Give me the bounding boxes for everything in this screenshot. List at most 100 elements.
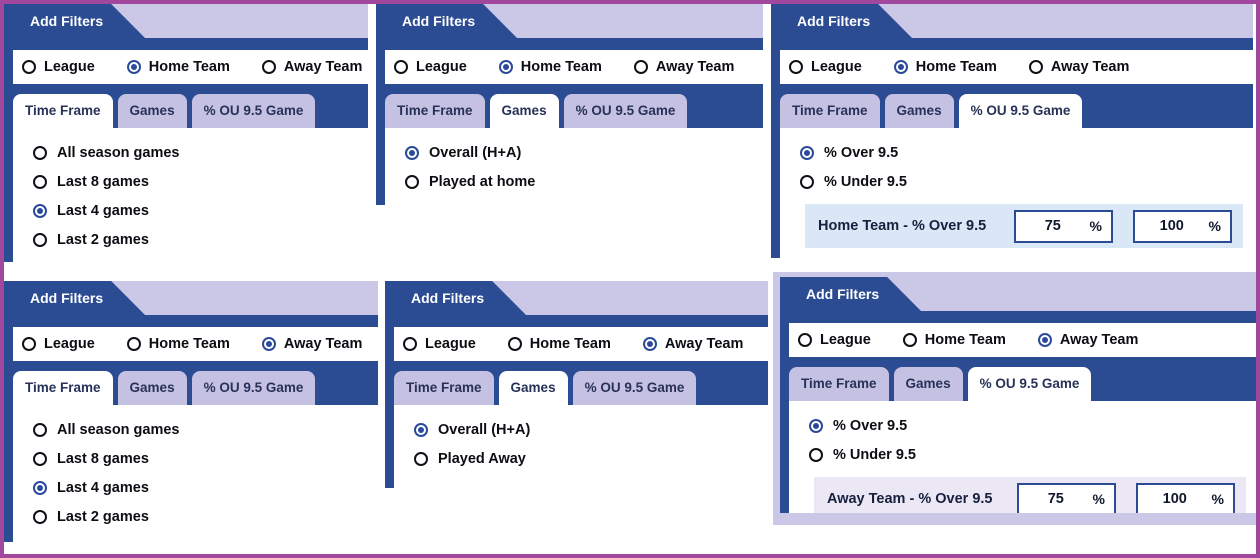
radio-selected-icon[interactable] xyxy=(809,418,823,433)
radio-selected-icon[interactable] xyxy=(498,60,513,74)
tab-ou-game[interactable]: % OU 9.5 Game xyxy=(563,94,688,128)
option-pct-over[interactable]: % Over 9.5 xyxy=(780,138,1253,167)
radio-unselected-icon[interactable] xyxy=(809,447,823,462)
option-last-2-games[interactable]: Last 2 games xyxy=(13,225,368,254)
option-all-season-games[interactable]: All season games xyxy=(13,138,368,167)
radio-selected-icon[interactable] xyxy=(261,337,276,351)
tab-time-frame[interactable]: Time Frame xyxy=(394,371,494,405)
radio-unselected-icon[interactable] xyxy=(33,174,47,189)
tab-time-frame[interactable]: Time Frame xyxy=(385,94,485,128)
radio-unselected-icon[interactable] xyxy=(798,333,812,347)
tab-games[interactable]: Games xyxy=(489,94,559,128)
tab-content: % Over 9.5 % Under 9.5 Home Team - % Ove… xyxy=(780,128,1253,258)
radio-unselected-icon[interactable] xyxy=(403,337,417,351)
option-last-2-games[interactable]: Last 2 games xyxy=(13,502,378,531)
tab-games[interactable]: Games xyxy=(498,371,568,405)
option-last-8-games[interactable]: Last 8 games xyxy=(13,444,378,473)
scope-away-team[interactable]: Away Team xyxy=(642,336,743,352)
scope-league[interactable]: League xyxy=(403,336,476,352)
radio-selected-icon[interactable] xyxy=(893,60,908,74)
scope-league[interactable]: League xyxy=(394,59,467,75)
radio-selected-icon[interactable] xyxy=(126,60,141,74)
range-min-input[interactable] xyxy=(1019,491,1093,507)
radio-selected-icon[interactable] xyxy=(642,337,657,351)
radio-unselected-icon[interactable] xyxy=(394,60,408,74)
radio-selected-icon[interactable] xyxy=(800,145,814,160)
option-last-8-games[interactable]: Last 8 games xyxy=(13,167,368,196)
radio-unselected-icon[interactable] xyxy=(33,145,47,160)
tab-time-frame[interactable]: Time Frame xyxy=(13,371,113,405)
range-min-input[interactable] xyxy=(1016,218,1090,234)
radio-unselected-icon[interactable] xyxy=(33,509,47,524)
radio-selected-icon[interactable] xyxy=(405,145,419,160)
tab-time-frame[interactable]: Time Frame xyxy=(789,367,889,401)
radio-unselected-icon[interactable] xyxy=(261,60,276,74)
tab-games[interactable]: Games xyxy=(117,371,187,405)
range-max-box: % xyxy=(1133,209,1232,243)
radio-unselected-icon[interactable] xyxy=(902,333,917,347)
scope-league[interactable]: League xyxy=(22,336,95,352)
tab-ou-game[interactable]: % OU 9.5 Game xyxy=(191,94,316,128)
radio-unselected-icon[interactable] xyxy=(33,451,47,466)
radio-unselected-icon[interactable] xyxy=(405,174,419,189)
option-label: Last 2 games xyxy=(57,508,149,525)
range-max-input[interactable] xyxy=(1135,218,1209,234)
option-pct-under[interactable]: % Under 9.5 xyxy=(789,440,1256,469)
tab-games[interactable]: Games xyxy=(884,94,954,128)
tab-ou-game[interactable]: % OU 9.5 Game xyxy=(958,94,1083,128)
scope-label: Home Team xyxy=(529,336,611,352)
radio-unselected-icon[interactable] xyxy=(33,232,47,247)
option-last-4-games[interactable]: Last 4 games xyxy=(13,196,368,225)
option-all-season-games[interactable]: All season games xyxy=(13,415,378,444)
radio-unselected-icon[interactable] xyxy=(126,337,141,351)
scope-home-team[interactable]: Home Team xyxy=(893,59,997,75)
scope-home-team[interactable]: Home Team xyxy=(126,59,230,75)
scope-league[interactable]: League xyxy=(798,332,871,348)
option-played-at-home[interactable]: Played at home xyxy=(385,167,763,196)
scope-home-team[interactable]: Home Team xyxy=(498,59,602,75)
option-last-4-games[interactable]: Last 4 games xyxy=(13,473,378,502)
tab-time-frame[interactable]: Time Frame xyxy=(780,94,880,128)
scope-home-team[interactable]: Home Team xyxy=(507,336,611,352)
tab-time-frame[interactable]: Time Frame xyxy=(13,94,113,128)
scope-away-team[interactable]: Away Team xyxy=(633,59,734,75)
option-pct-under[interactable]: % Under 9.5 xyxy=(780,167,1253,196)
tab-ou-game[interactable]: % OU 9.5 Game xyxy=(572,371,697,405)
range-max-box: % xyxy=(1136,482,1235,513)
radio-unselected-icon[interactable] xyxy=(22,337,36,351)
radio-selected-icon[interactable] xyxy=(33,480,47,495)
radio-selected-icon[interactable] xyxy=(33,203,47,218)
radio-unselected-icon[interactable] xyxy=(33,422,47,437)
scope-league[interactable]: League xyxy=(22,59,95,75)
radio-unselected-icon[interactable] xyxy=(800,174,814,189)
range-max-input[interactable] xyxy=(1138,491,1212,507)
radio-unselected-icon[interactable] xyxy=(633,60,648,74)
tab-ou-game[interactable]: % OU 9.5 Game xyxy=(191,371,316,405)
radio-selected-icon[interactable] xyxy=(414,422,428,437)
scope-home-team[interactable]: Home Team xyxy=(126,336,230,352)
scope-away-team[interactable]: Away Team xyxy=(1028,59,1129,75)
radio-unselected-icon[interactable] xyxy=(1028,60,1043,74)
option-label: % Under 9.5 xyxy=(824,173,907,190)
scope-radio-group: League Home Team Away Team xyxy=(385,50,763,84)
tab-ou-game[interactable]: % OU 9.5 Game xyxy=(967,367,1092,401)
option-overall[interactable]: Overall (H+A) xyxy=(394,415,768,444)
tab-games[interactable]: Games xyxy=(117,94,187,128)
panel-title: Add Filters xyxy=(411,290,485,306)
radio-unselected-icon[interactable] xyxy=(789,60,803,74)
radio-selected-icon[interactable] xyxy=(1037,333,1052,347)
option-pct-over[interactable]: % Over 9.5 xyxy=(789,411,1256,440)
option-played-away[interactable]: Played Away xyxy=(394,444,768,473)
tab-bar: Time Frame Games % OU 9.5 Game xyxy=(394,371,768,405)
radio-unselected-icon[interactable] xyxy=(507,337,522,351)
tab-games[interactable]: Games xyxy=(893,367,963,401)
scope-league[interactable]: League xyxy=(789,59,862,75)
scope-home-team[interactable]: Home Team xyxy=(902,332,1006,348)
radio-unselected-icon[interactable] xyxy=(414,451,428,466)
scope-away-team[interactable]: Away Team xyxy=(1037,332,1138,348)
option-overall[interactable]: Overall (H+A) xyxy=(385,138,763,167)
scope-away-team[interactable]: Away Team xyxy=(261,59,362,75)
scope-away-team[interactable]: Away Team xyxy=(261,336,362,352)
radio-unselected-icon[interactable] xyxy=(22,60,36,74)
scope-radio-group: League Home Team Away Team xyxy=(789,323,1256,357)
